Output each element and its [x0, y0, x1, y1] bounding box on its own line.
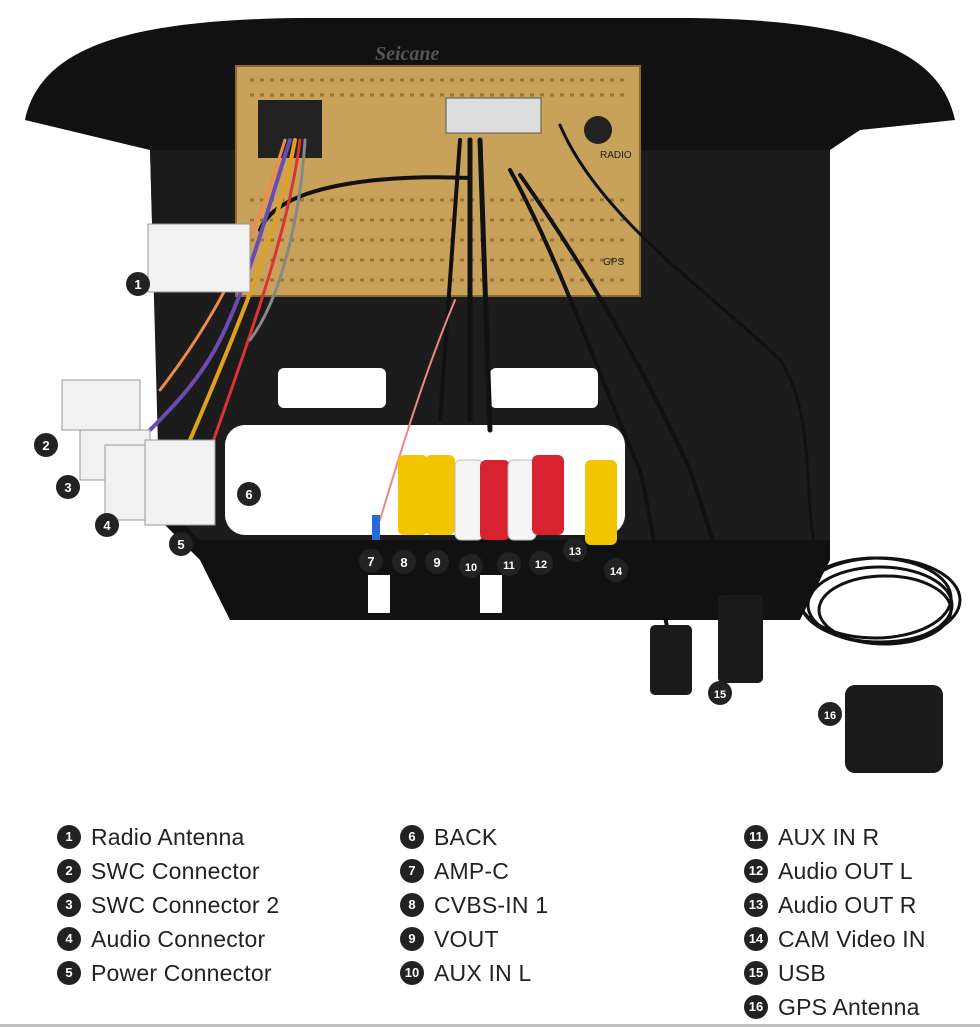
svg-text:14: 14 [610, 566, 623, 578]
svg-text:7: 7 [367, 554, 374, 569]
callout-4: 4 [95, 513, 119, 537]
legend-column-2: 6 BACK 7 AMP-C 8 CVBS-IN 1 9 VOUT 10 AUX IN L [400, 820, 548, 990]
legend-label: BACK [434, 823, 498, 850]
legend-number: 1 [57, 825, 81, 849]
svg-text:6: 6 [245, 487, 252, 502]
legend-number: 12 [744, 859, 768, 883]
svg-text:3: 3 [64, 480, 71, 495]
svg-text:RADIO: RADIO [600, 150, 632, 161]
legend-number: 3 [57, 893, 81, 917]
legend-column-3: 11 AUX IN R 12 Audio OUT L 13 Audio OUT R 1… [744, 820, 926, 1024]
svg-text:5: 5 [177, 537, 184, 552]
legend-item: 10 AUX IN L [400, 956, 548, 990]
legend-label: CAM Video IN [778, 925, 926, 952]
legend-number: 11 [744, 825, 768, 849]
svg-text:16: 16 [824, 710, 836, 722]
svg-text:GPS: GPS [603, 257, 624, 268]
svg-text:1: 1 [134, 277, 141, 292]
callout-16: 16 [818, 702, 842, 726]
legend-label: AMP-C [434, 857, 510, 884]
brand-logo: Seicane [375, 43, 440, 65]
legend-number: 8 [400, 893, 424, 917]
legend-label: Radio Antenna [91, 823, 245, 850]
legend-number: 15 [744, 961, 768, 985]
legend-number: 4 [57, 927, 81, 951]
legend-label: Audio Connector [91, 925, 266, 952]
legend-label: CVBS-IN 1 [434, 891, 549, 918]
legend-number: 13 [744, 893, 768, 917]
legend-number: 10 [400, 961, 424, 985]
callout-7: 7 [359, 549, 383, 573]
svg-text:8: 8 [400, 555, 407, 570]
legend-item: 5 Power Connector [57, 956, 279, 990]
legend-number: 7 [400, 859, 424, 883]
legend-label: USB [778, 959, 826, 986]
callout-15: 15 [708, 681, 732, 705]
legend-item: 14 CAM Video IN [744, 922, 926, 956]
callout-13: 13 [563, 538, 587, 562]
svg-text:2: 2 [42, 438, 49, 453]
legend-item: 2 SWC Connector [57, 854, 279, 888]
legend-item: 12 Audio OUT L [744, 854, 926, 888]
radio-antenna-connector [147, 223, 251, 293]
legend-item: 16 GPS Antenna [744, 990, 926, 1024]
bottom-divider [0, 1024, 980, 1027]
legend-item: 7 AMP-C [400, 854, 548, 888]
legend-number: 9 [400, 927, 424, 951]
legend-item: 3 SWC Connector 2 [57, 888, 279, 922]
legend-number: 16 [744, 995, 768, 1019]
legend-number: 2 [57, 859, 81, 883]
legend-item: 8 CVBS-IN 1 [400, 888, 548, 922]
callout-1: 1 [126, 272, 150, 296]
legend-label: GPS Antenna [778, 993, 920, 1020]
callout-11: 11 [497, 552, 521, 576]
usb-plug [650, 625, 692, 695]
svg-text:4: 4 [103, 518, 111, 533]
legend-item: 9 VOUT [400, 922, 548, 956]
legend-item: 11 AUX IN R [744, 820, 926, 854]
callout-10: 10 [459, 554, 483, 578]
legend-label: SWC Connector [91, 857, 260, 884]
legend-label: SWC Connector 2 [91, 891, 280, 918]
callout-14: 14 [604, 558, 628, 582]
legend-label: AUX IN L [434, 959, 532, 986]
callout-8: 8 [392, 550, 416, 574]
svg-text:11: 11 [503, 560, 515, 572]
legend-item: 6 BACK [400, 820, 548, 854]
callout-2: 2 [34, 433, 58, 457]
legend-number: 5 [57, 961, 81, 985]
legend-label: Power Connector [91, 959, 272, 986]
legend-column-1: 1 Radio Antenna 2 SWC Connector 3 SWC Conne… [57, 820, 279, 990]
svg-text:12: 12 [535, 559, 547, 571]
gps-antenna-puck [845, 685, 943, 773]
legend-label: Audio OUT R [778, 891, 917, 918]
svg-text:15: 15 [714, 689, 726, 701]
callout-12: 12 [529, 551, 553, 575]
legend: 1 Radio Antenna 2 SWC Connector 3 SWC Conne… [0, 820, 980, 1020]
legend-label: VOUT [434, 925, 499, 952]
callout-5: 5 [169, 532, 193, 556]
svg-text:10: 10 [465, 562, 477, 574]
callout-6: 6 [237, 482, 261, 506]
legend-number: 6 [400, 825, 424, 849]
legend-item: 13 Audio OUT R [744, 888, 926, 922]
legend-label: Audio OUT L [778, 857, 913, 884]
svg-text:13: 13 [569, 546, 581, 558]
legend-item: 15 USB [744, 956, 926, 990]
legend-label: AUX IN R [778, 823, 880, 850]
legend-item: 1 Radio Antenna [57, 820, 279, 854]
svg-text:9: 9 [433, 555, 440, 570]
legend-item: 4 Audio Connector [57, 922, 279, 956]
callout-9: 9 [425, 550, 449, 574]
callout-3: 3 [56, 475, 80, 499]
legend-number: 14 [744, 927, 768, 951]
head-unit-illustration: Seicane RADIO GPS [25, 18, 962, 773]
